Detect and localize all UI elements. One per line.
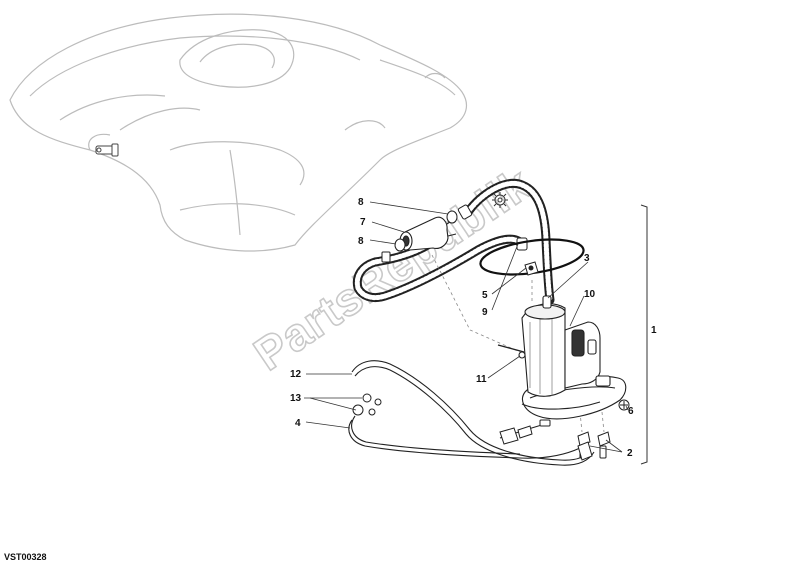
callout-9: 9	[482, 307, 488, 318]
callout-10: 10	[584, 289, 596, 300]
grommets	[352, 393, 382, 416]
fuel-pump-assembly	[497, 295, 627, 420]
leader-lines	[304, 201, 629, 453]
callout-12: 12	[290, 369, 302, 380]
callout-8-lower: 8	[358, 236, 364, 247]
callout-11: 11	[476, 374, 487, 385]
callout-3: 3	[584, 253, 590, 264]
hose-clamps	[394, 210, 458, 252]
assembly-bracket	[640, 204, 648, 465]
fuel-tank-outline	[9, 13, 468, 252]
callout-4: 4	[295, 418, 301, 429]
wiring-harness	[348, 360, 595, 466]
assembly-guide-lines	[431, 254, 605, 433]
gear-icon	[492, 192, 508, 208]
callout-6: 6	[628, 406, 634, 417]
callout-13: 13	[290, 393, 302, 404]
callout-2: 2	[627, 448, 633, 459]
diagram-code: VST00328	[4, 552, 47, 562]
callout-1: 1	[651, 325, 657, 336]
callout-8-upper: 8	[358, 197, 364, 208]
tank-fitting	[95, 143, 119, 157]
callout-5: 5	[482, 290, 488, 301]
fuel-filter	[399, 216, 457, 251]
clip	[524, 261, 539, 276]
callout-labels: 1 2 3 4 5 6 7 8 8 9 10 11 12 13	[290, 197, 657, 459]
harness-connectors	[499, 419, 593, 461]
callout-7: 7	[360, 217, 366, 228]
